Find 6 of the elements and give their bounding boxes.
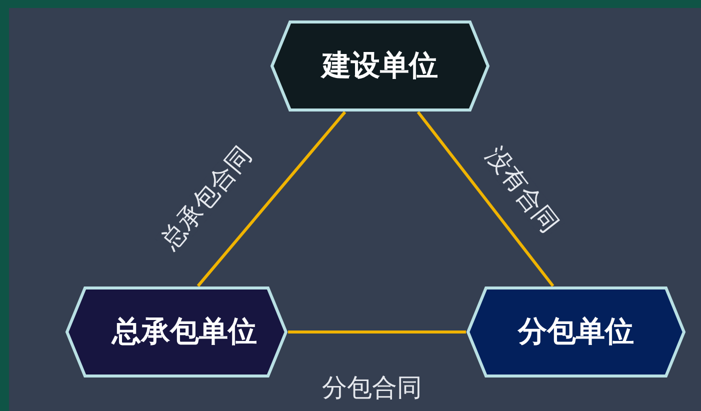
node-label: 分包单位 [518, 313, 634, 350]
node-label: 总承包单位 [112, 313, 257, 350]
node-label: 建设单位 [322, 47, 438, 84]
connector-line [288, 330, 466, 334]
connector-line [416, 111, 554, 287]
connector-line [196, 111, 346, 287]
